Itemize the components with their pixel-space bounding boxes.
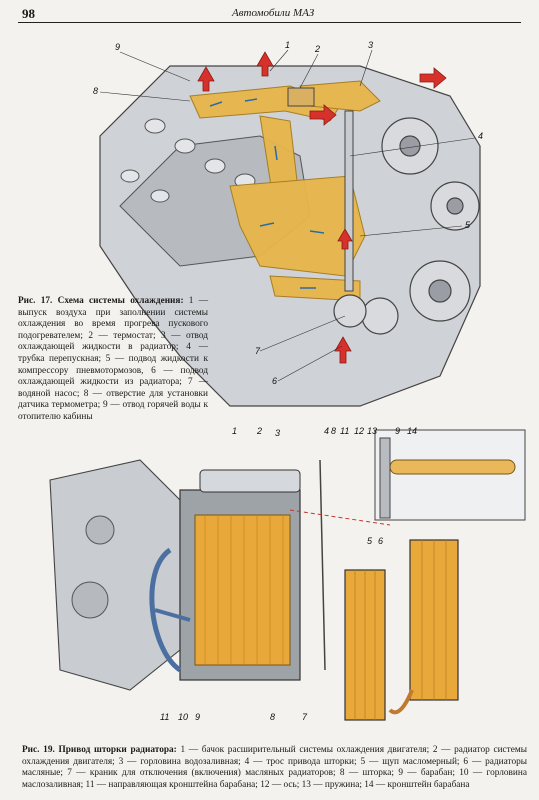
callout-2: 2 xyxy=(256,426,262,436)
callout-6: 6 xyxy=(378,536,383,546)
callout-4: 4 xyxy=(324,426,329,436)
callout-9: 9 xyxy=(395,426,400,436)
callout-1: 1 xyxy=(232,426,237,436)
callout-9b: 9 xyxy=(195,712,200,722)
flow-arrow-icon xyxy=(309,104,337,126)
page-number: 98 xyxy=(22,6,35,21)
engine-side xyxy=(49,459,181,691)
callout-1: 1 xyxy=(285,40,290,50)
callout-4: 4 xyxy=(478,131,483,141)
callout-3: 3 xyxy=(275,428,280,438)
figure-17-caption-text: 1 — выпуск воздуха при заполнении систем… xyxy=(18,296,209,422)
callout-2: 2 xyxy=(314,44,320,54)
running-title: Автомобили МАЗ xyxy=(232,7,315,19)
flow-arrow-icon xyxy=(197,66,215,92)
page-header: 98 Автомобили МАЗ xyxy=(0,0,539,23)
header-rule xyxy=(18,22,521,23)
callout-3: 3 xyxy=(368,40,373,50)
callout-8: 8 xyxy=(93,86,98,96)
callout-14: 14 xyxy=(407,426,417,436)
flow-arrow-icon xyxy=(419,67,447,89)
figure-19-callouts: 1 2 3 4 8 11 12 13 9 14 5 6 11 10 9 8 7 xyxy=(160,426,417,722)
figure-19-radiator-illustration: 1 2 3 4 8 11 12 13 9 14 5 6 11 10 9 8 7 xyxy=(40,420,535,750)
callout-5: 5 xyxy=(367,536,373,546)
flow-arrow-icon xyxy=(256,51,274,77)
figure-17-callouts: 9 8 1 2 3 4 5 7 6 xyxy=(93,40,483,386)
callout-7: 7 xyxy=(255,346,261,356)
callout-5: 5 xyxy=(465,220,471,230)
figure-17-caption-label: Рис. 17. Схема системы охлаждения: xyxy=(18,296,184,306)
callout-10: 10 xyxy=(178,712,188,722)
figure-19-caption-label: Рис. 19. Привод шторки радиатора: xyxy=(22,745,177,755)
callout-8b: 8 xyxy=(270,712,275,722)
flow-arrow-icon xyxy=(337,228,353,250)
figure-19-caption: Рис. 19. Привод шторки радиатора: 1 — ба… xyxy=(22,745,527,791)
figure-17-caption: Рис. 17. Схема системы охлаждения: 1 — в… xyxy=(18,296,208,424)
callout-12: 12 xyxy=(354,426,364,436)
flow-arrow-icon xyxy=(334,336,352,364)
callout-11b: 11 xyxy=(160,712,169,722)
radiator-core xyxy=(194,514,291,666)
callout-8: 8 xyxy=(331,426,336,436)
figure-17-engine-illustration: 9 8 1 2 3 4 5 7 6 xyxy=(60,26,530,421)
callout-13: 13 xyxy=(367,426,377,436)
callout-9: 9 xyxy=(115,42,120,52)
callout-6: 6 xyxy=(272,376,277,386)
callout-7: 7 xyxy=(302,712,308,722)
figure-19-caption-text: 1 — бачок расширительный системы охлажде… xyxy=(22,745,527,790)
callout-11: 11 xyxy=(340,426,349,436)
